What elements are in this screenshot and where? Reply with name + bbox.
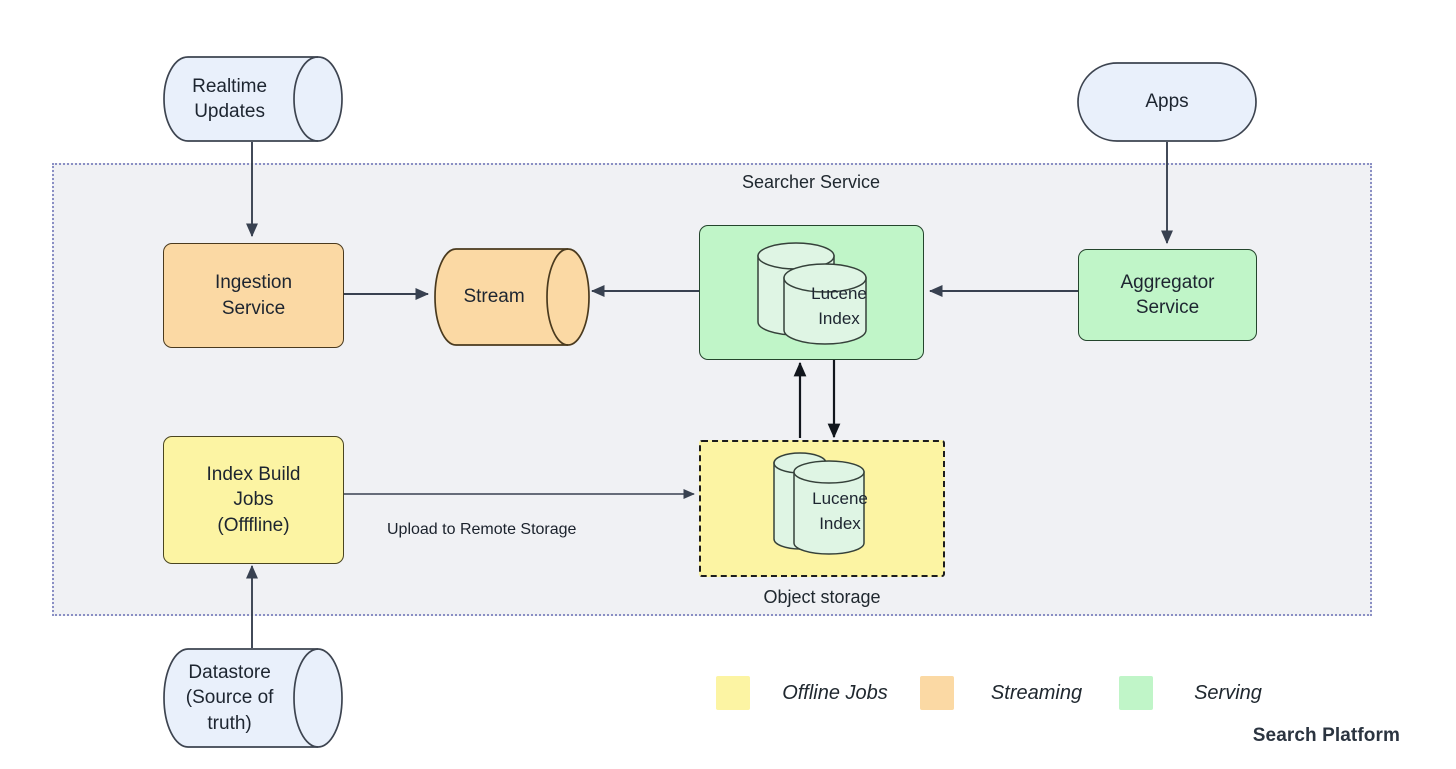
realtime-updates-datastore[interactable]: Realtime Updates <box>163 56 343 142</box>
rounded-stadium-shape <box>1077 62 1257 142</box>
index-build-jobs-label: Index Build Jobs (Offfline) <box>206 464 301 536</box>
apps-node[interactable]: Apps <box>1077 62 1257 142</box>
aggregator-service-label: Aggregator Service <box>1120 271 1215 318</box>
index-build-jobs-node[interactable]: Index Build Jobs (Offfline) <box>163 436 344 564</box>
cylinder-shape <box>434 248 590 346</box>
aggregator-service-node[interactable]: Aggregator Service <box>1078 249 1257 341</box>
upload-to-remote-storage-label: Upload to Remote Storage <box>387 521 577 538</box>
datastore-node[interactable]: Datastore (Source of truth) <box>163 648 343 748</box>
legend-swatch-streaming <box>920 676 954 710</box>
legend-swatch-offline-jobs <box>716 676 750 710</box>
legend: Offline Jobs Streaming Serving <box>716 676 1303 710</box>
lucene-index-serving[interactable]: Lucene Index <box>750 238 902 350</box>
legend-label-serving: Serving <box>1194 681 1262 704</box>
legend-label-streaming: Streaming <box>990 681 1083 704</box>
ingestion-service-label: Ingestion Service <box>214 272 293 319</box>
cylinder-shape <box>163 56 343 142</box>
lucene-index-storage[interactable]: Lucene Index <box>768 447 890 559</box>
stacked-cylinder-shape <box>757 242 867 345</box>
cylinder-shape <box>163 648 343 748</box>
legend-item-serving: Serving <box>1119 676 1303 710</box>
ingestion-service-node[interactable]: Ingestion Service <box>163 243 344 348</box>
stream-queue[interactable]: Stream <box>434 248 590 346</box>
search-platform-label: Search Platform <box>1252 725 1400 746</box>
object-storage-label: Object storage <box>763 587 881 607</box>
legend-item-streaming: Streaming <box>920 676 1119 710</box>
legend-item-offline-jobs: Offline Jobs <box>716 676 920 710</box>
searcher-service-zone-label: Searcher Service <box>741 172 881 192</box>
legend-label-offline-jobs: Offline Jobs <box>782 681 888 704</box>
legend-swatch-serving <box>1119 676 1153 710</box>
stacked-cylinder-shape <box>773 452 865 555</box>
